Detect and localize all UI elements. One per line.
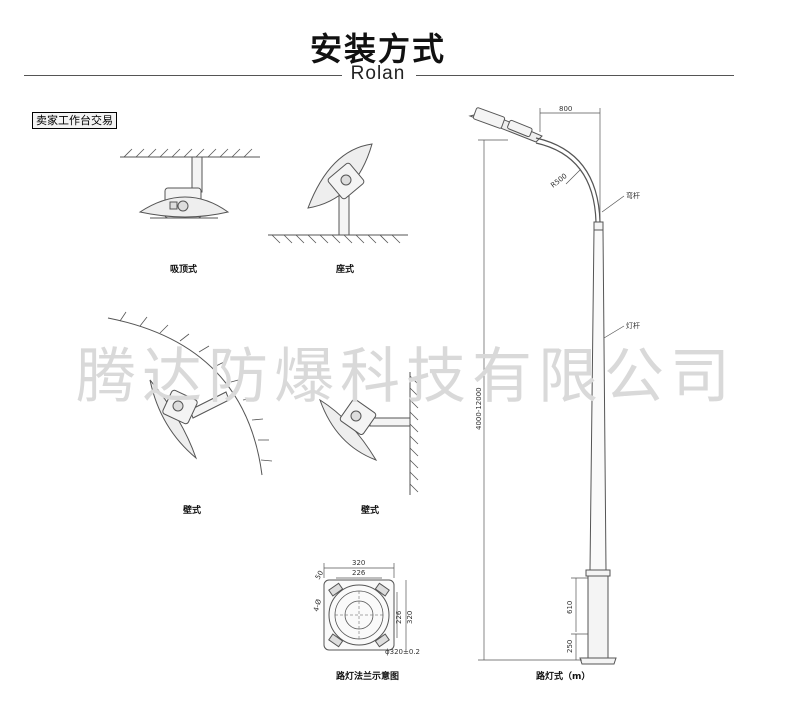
caption-wall-mount-curved: 壁式 xyxy=(183,506,202,516)
caption-street-lamp: 路灯式（m） xyxy=(536,672,591,682)
title-divider-right xyxy=(416,75,734,76)
dim-arm-length: 800 xyxy=(559,105,572,113)
dim-flange-side-inner: 226 xyxy=(395,610,403,624)
seat-mount-drawing xyxy=(268,143,408,244)
dim-flange-bolt: 4-Ø xyxy=(312,598,323,613)
dim-flange-top-outer: 320 xyxy=(352,559,365,567)
dim-base-upper: 610 xyxy=(566,601,574,614)
page-title: 安装方式 xyxy=(309,30,446,68)
caption-flange: 路灯法兰示意图 xyxy=(336,672,400,682)
seller-badge[interactable]: 卖家工作台交易 xyxy=(32,112,117,129)
company-watermark: 腾达防爆科技有限公司 xyxy=(76,342,736,412)
dim-flange-side-outer: 320 xyxy=(406,611,414,624)
flange-plan-drawing xyxy=(323,563,407,651)
title-divider-left xyxy=(24,75,342,76)
wall-mount-curved-drawing xyxy=(107,311,273,476)
ceiling-mount-drawing xyxy=(120,148,260,219)
street-pole-drawing xyxy=(468,107,625,665)
wall-mount-flat-drawing xyxy=(319,372,419,495)
caption-wall-mount-flat: 壁式 xyxy=(361,506,380,516)
dim-flange-bottom: ϕ320±0.2 xyxy=(385,648,420,656)
dim-radius: R500 xyxy=(549,172,568,190)
caption-ceiling-mount: 吸顶式 xyxy=(170,265,198,275)
dim-base-lower: 250 xyxy=(566,640,574,653)
label-pole: 灯杆 xyxy=(626,321,640,330)
dim-flange-top-inner: 226 xyxy=(352,569,366,577)
caption-seat-mount: 座式 xyxy=(336,265,355,275)
page-subtitle: Rolan xyxy=(350,63,406,84)
dim-flange-corner: 50 xyxy=(314,569,325,581)
label-bent-arm: 弯杆 xyxy=(626,191,640,200)
dim-pole-height: 4000-12000 xyxy=(475,387,483,430)
